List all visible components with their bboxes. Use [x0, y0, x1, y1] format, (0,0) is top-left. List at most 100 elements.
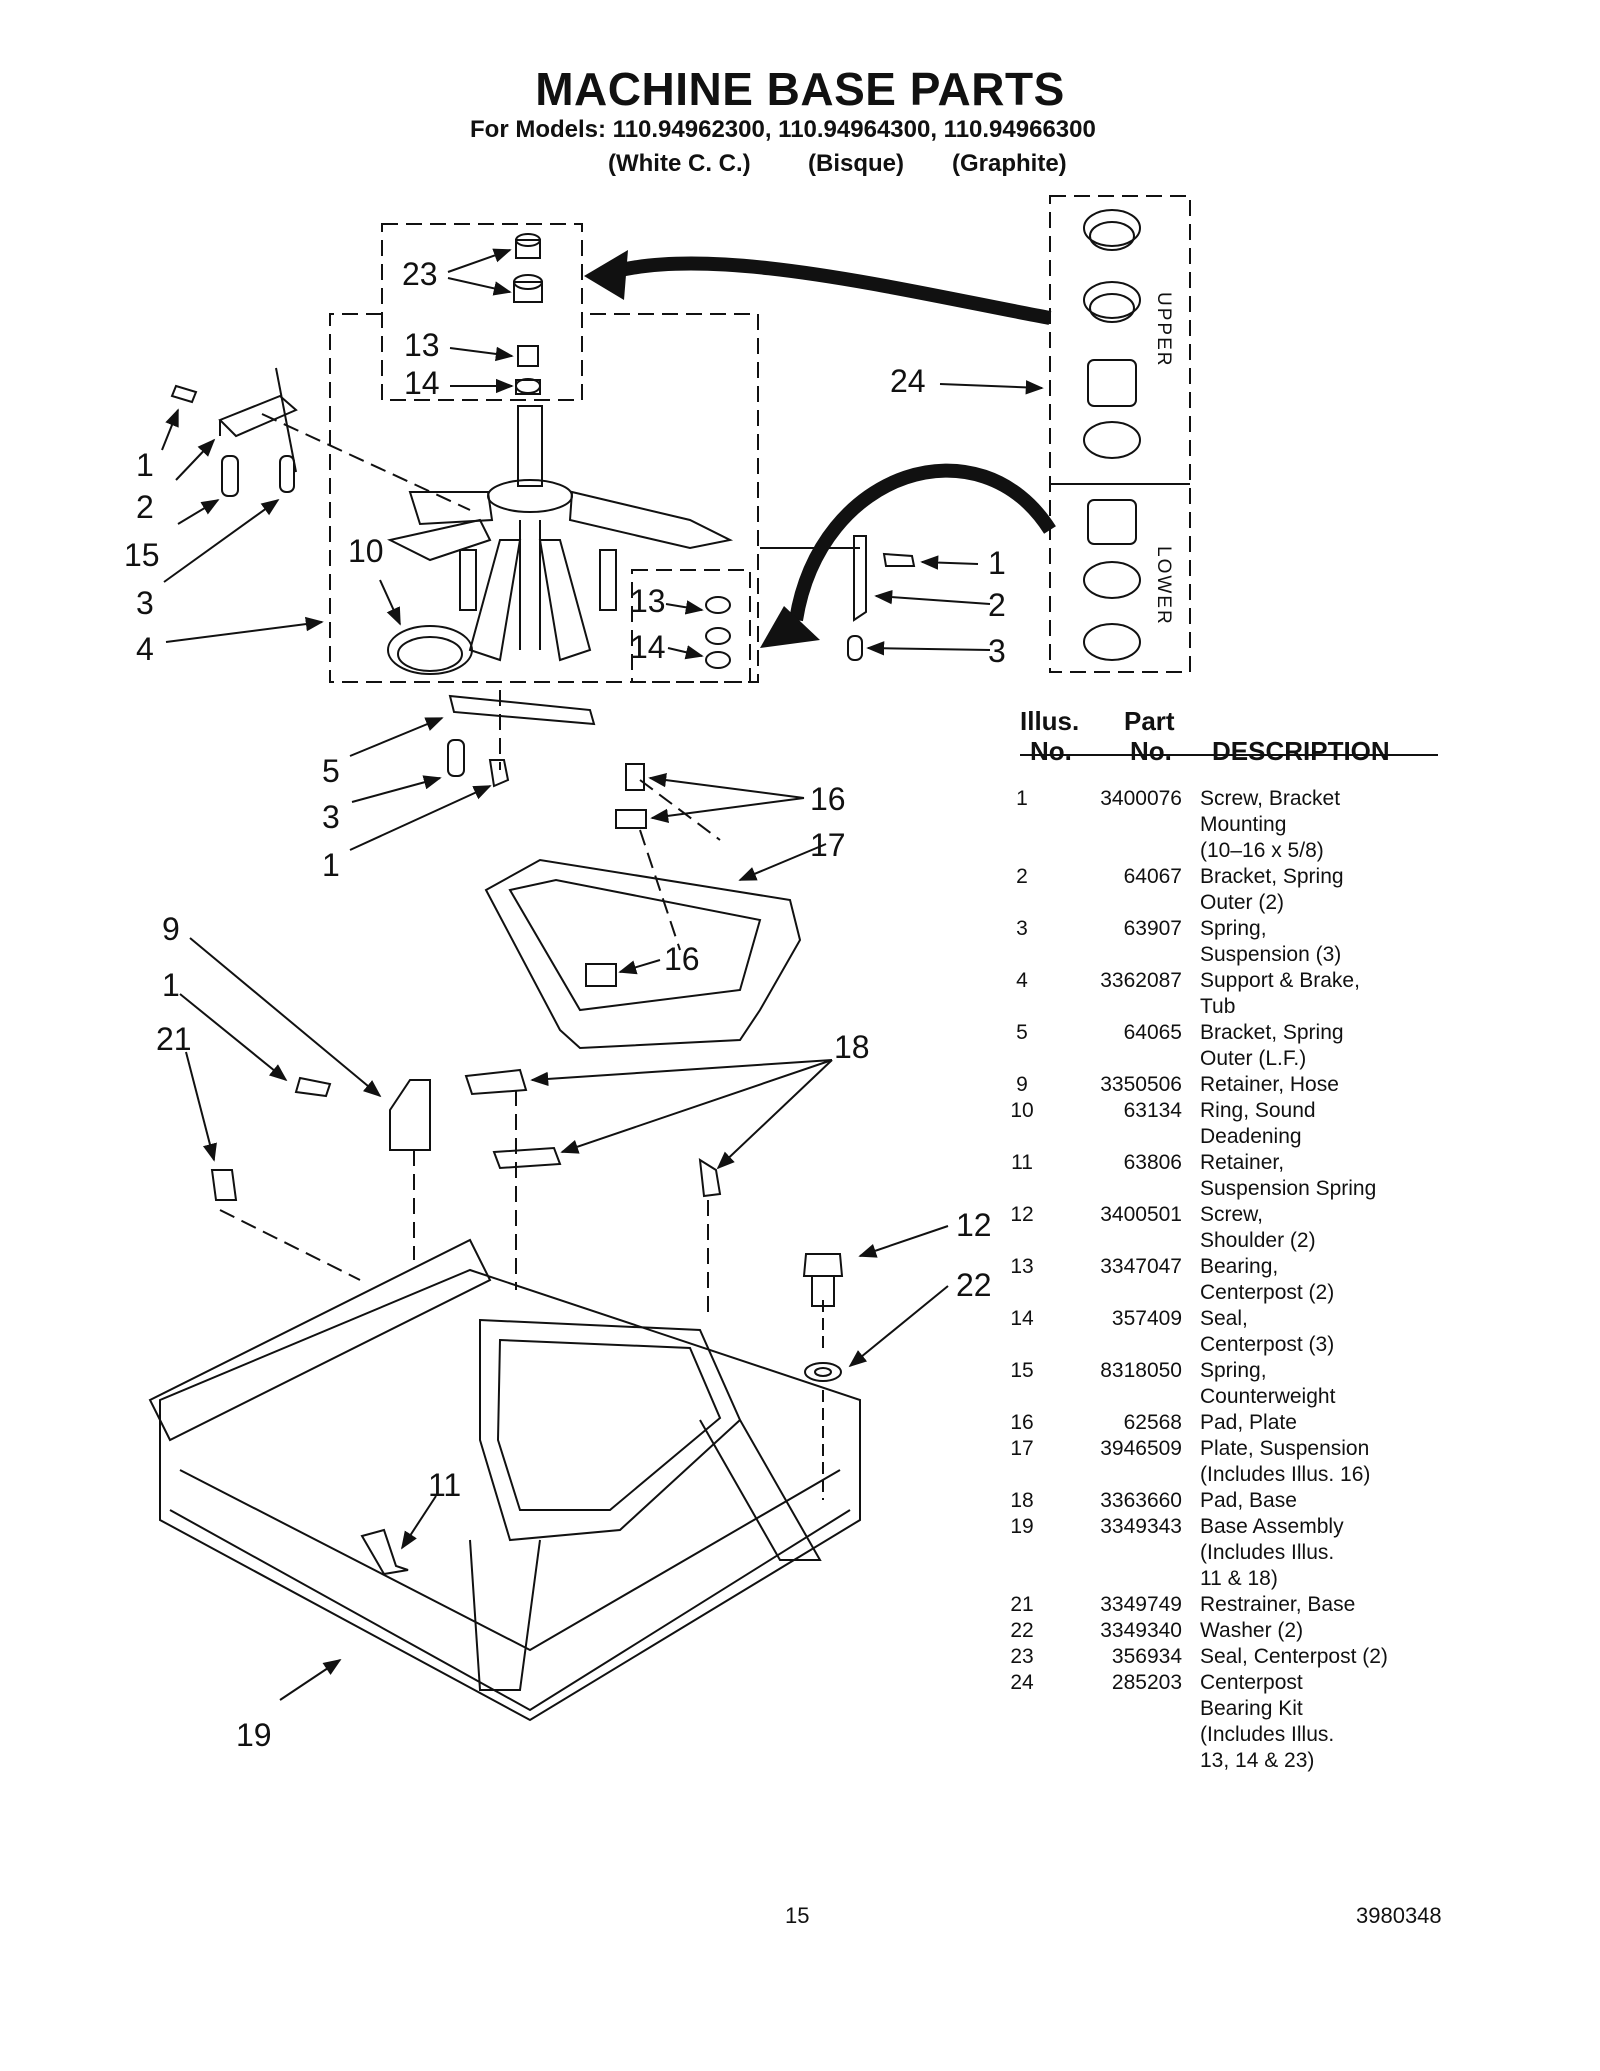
- kit-lower-label: LOWER: [1153, 546, 1174, 626]
- callout-23: 23: [402, 256, 438, 292]
- table-header-illus-1: Illus.: [1020, 706, 1080, 736]
- hose-retainer-parts: [210, 1076, 431, 1201]
- part-description: Ring, Sound Deadening: [1200, 1099, 1316, 1148]
- part-number: 3349749: [1100, 1593, 1182, 1616]
- illus-number: 16: [1010, 1411, 1034, 1434]
- group-box-bearing-kit: [1049, 195, 1191, 673]
- illus-number: 9: [1016, 1073, 1028, 1096]
- illus-number: 11: [1011, 1151, 1033, 1174]
- callout-13: 13: [630, 583, 666, 619]
- illus-number: 19: [1010, 1515, 1034, 1538]
- part-number: 3400501: [1100, 1203, 1182, 1226]
- illus-number: 15: [1010, 1359, 1034, 1382]
- right-bracket-parts: [760, 535, 916, 661]
- part-description: Restrainer, Base: [1200, 1593, 1356, 1616]
- illus-number: 14: [1010, 1307, 1034, 1330]
- part-number: 3349343: [1100, 1515, 1182, 1538]
- callout-5: 5: [322, 753, 340, 789]
- callout-2: 2: [988, 587, 1006, 623]
- callout-14: 14: [404, 365, 440, 401]
- part-number: 62568: [1123, 1411, 1182, 1434]
- part-description: Plate, Suspension (Includes Illus. 16): [1200, 1437, 1371, 1486]
- callout-14: 14: [630, 629, 666, 665]
- part-number: 357409: [1111, 1307, 1182, 1330]
- part-number: 63806: [1123, 1151, 1182, 1174]
- seal-stack-upper: [513, 233, 543, 395]
- kit-upper-label: UPPER: [1153, 292, 1174, 367]
- kit-arrow-upper-head: [584, 250, 628, 300]
- table-header-part-2: No.: [1130, 736, 1172, 766]
- shoulder-screw-washer: [802, 1253, 844, 1500]
- callout-1: 1: [162, 967, 180, 1003]
- illus-number: 10: [1010, 1099, 1034, 1122]
- part-description: Washer (2): [1200, 1619, 1304, 1642]
- part-description: Retainer, Hose: [1200, 1073, 1339, 1096]
- table-header-part-1: Part: [1124, 706, 1175, 736]
- callout-3: 3: [322, 799, 340, 835]
- callout-19: 19: [236, 1717, 272, 1753]
- part-number: 63907: [1123, 917, 1182, 940]
- page-title: MACHINE BASE PARTS: [535, 63, 1065, 115]
- tub-support-assembly: [387, 405, 734, 662]
- table-header-description: DESCRIPTION: [1212, 736, 1390, 766]
- model-numbers: For Models: 110.94962300, 110.94964300, …: [470, 116, 1096, 143]
- part-description: Bracket, Spring Outer (2): [1200, 865, 1344, 914]
- part-number: 63134: [1123, 1099, 1182, 1122]
- part-description: Screw, Shoulder (2): [1200, 1203, 1316, 1252]
- table-header-rule: [1020, 754, 1438, 756]
- callout-2: 2: [136, 489, 154, 525]
- callout-16: 16: [664, 941, 700, 977]
- callout-4: 4: [136, 631, 154, 667]
- illus-number: 18: [1010, 1489, 1034, 1512]
- illus-number: 13: [1010, 1255, 1034, 1278]
- illus-number: 17: [1010, 1437, 1034, 1460]
- part-number: 3347047: [1100, 1255, 1182, 1278]
- sound-deadening-ring: [387, 625, 473, 675]
- illus-number: 1: [1016, 787, 1028, 810]
- base-pads: [464, 1068, 722, 1198]
- part-number: 3363660: [1100, 1489, 1182, 1512]
- bearing-kit-parts: [1083, 209, 1141, 661]
- callout-arrows: [161, 248, 1044, 1701]
- color-white: (White C. C.): [608, 150, 751, 177]
- part-number: 64067: [1123, 865, 1182, 888]
- table-header-illus-2: No.: [1030, 736, 1072, 766]
- illus-number: 5: [1016, 1021, 1028, 1044]
- page-number: 15: [785, 1903, 810, 1928]
- kit-arrow-lower-head: [760, 606, 820, 648]
- part-number: 356934: [1111, 1645, 1182, 1668]
- callout-1: 1: [136, 447, 154, 483]
- part-number: 3400076: [1100, 787, 1182, 810]
- base-assembly: [148, 1238, 861, 1722]
- part-description: Pad, Base: [1200, 1489, 1297, 1512]
- part-description: Spring, Counterweight: [1200, 1359, 1336, 1408]
- illus-number: 23: [1010, 1645, 1034, 1668]
- part-description: Spring, Suspension (3): [1200, 917, 1342, 966]
- illus-number: 22: [1010, 1619, 1034, 1642]
- illus-number: 4: [1016, 969, 1028, 992]
- part-description: Seal, Centerpost (3): [1200, 1307, 1335, 1356]
- part-number: 3946509: [1100, 1437, 1182, 1460]
- part-description: Retainer, Suspension Spring: [1200, 1151, 1377, 1200]
- callout-15: 15: [124, 537, 160, 573]
- callout-21: 21: [156, 1021, 192, 1057]
- callout-12: 12: [956, 1207, 992, 1243]
- part-number: 285203: [1111, 1671, 1182, 1694]
- part-number: 8318050: [1100, 1359, 1182, 1382]
- callout-22: 22: [956, 1267, 992, 1303]
- callout-3: 3: [988, 633, 1006, 669]
- color-bisque: (Bisque): [808, 150, 904, 177]
- part-description: Pad, Plate: [1200, 1411, 1297, 1434]
- kit-arrow-lower: [789, 463, 1056, 622]
- callout-9: 9: [162, 911, 180, 947]
- callout-1: 1: [322, 847, 340, 883]
- part-description: Bearing, Centerpost (2): [1200, 1255, 1335, 1304]
- illus-number: 24: [1010, 1671, 1034, 1694]
- callout-16: 16: [810, 781, 846, 817]
- callout-3: 3: [136, 585, 154, 621]
- left-bracket-parts: [170, 367, 298, 497]
- part-description: Centerpost Bearing Kit (Includes Illus. …: [1200, 1671, 1335, 1772]
- part-number: 3349340: [1100, 1619, 1182, 1642]
- illus-number: 21: [1010, 1593, 1034, 1616]
